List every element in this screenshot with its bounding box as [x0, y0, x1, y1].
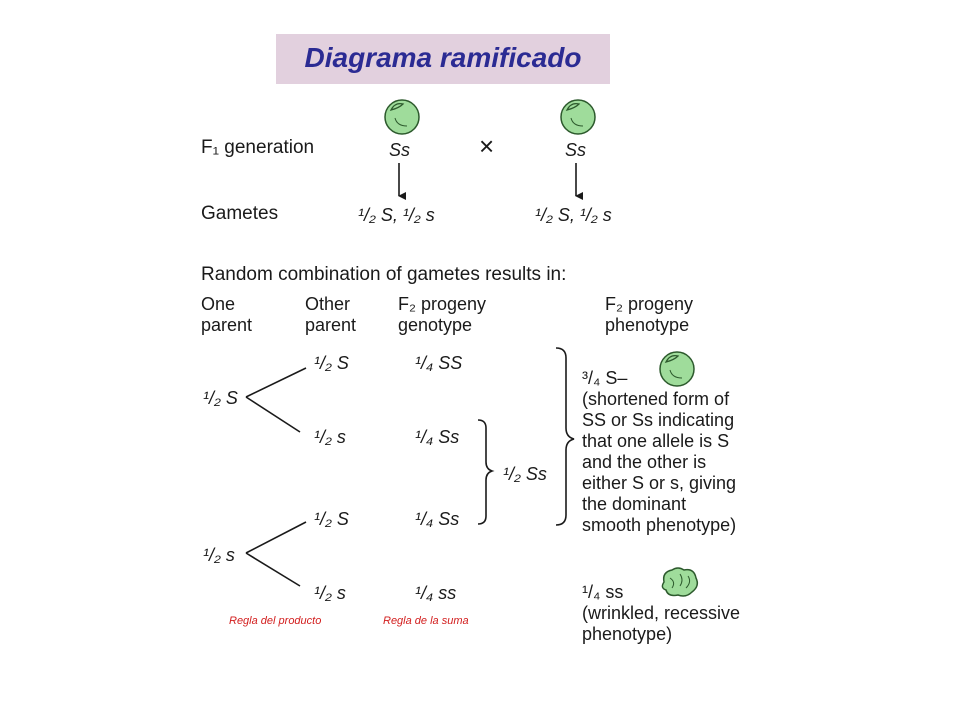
genotype-3: ¹/₄ Ss	[415, 509, 460, 529]
cross-symbol: ×	[479, 131, 495, 161]
title-banner: Diagrama ramificado	[276, 34, 610, 84]
dominant-phenotype-text: ³/₄ S– (shortened form of SS or Ss indic…	[582, 368, 737, 535]
genotype-1: ¹/₄ SS	[415, 353, 463, 373]
other-parent-1: ¹/₂ S	[314, 353, 349, 373]
column-header-one-parent: One parent	[201, 294, 253, 335]
pea-wrinkled-icon	[661, 567, 699, 597]
branch-bottom-upper	[245, 521, 307, 554]
branch-top-lower	[245, 396, 301, 433]
bracket-small	[477, 419, 495, 525]
sum-rule-label: Regla de la suma	[383, 615, 469, 627]
branch-top-upper	[245, 367, 307, 398]
other-parent-4: ¹/₂ s	[314, 583, 346, 603]
parent-bottom-gamete: ¹/₂ s	[203, 545, 235, 565]
branch-bottom-lower	[245, 552, 301, 587]
pea-smooth-icon	[384, 99, 420, 135]
pea-smooth-icon	[659, 351, 695, 387]
page-title: Diagrama ramificado	[304, 42, 582, 73]
genotype-2: ¹/₄ Ss	[415, 427, 460, 447]
parent-left-genotype: Ss	[389, 140, 411, 160]
recessive-phenotype-text: ¹/₄ ss (wrinkled, recessive phenotype)	[582, 582, 741, 644]
bracket-large	[555, 347, 575, 526]
parent-top-gamete: ¹/₂ S	[203, 388, 238, 408]
column-header-genotype: F₂ progeny genotype	[398, 294, 487, 335]
other-parent-3: ¹/₂ S	[314, 509, 349, 529]
gametes-left: ¹/₂ S, ¹/₂ s	[358, 205, 435, 225]
gametes-label: Gametes	[201, 203, 279, 224]
product-rule-label: Regla del producto	[229, 615, 322, 627]
gametes-right: ¹/₂ S, ¹/₂ s	[535, 205, 612, 225]
combination-heading: Random combination of gametes results in…	[201, 264, 567, 285]
column-header-phenotype: F₂ progeny phenotype	[605, 294, 694, 335]
sum-heterozygous: ¹/₂ Ss	[503, 464, 547, 484]
pea-smooth-icon	[560, 99, 596, 135]
genotype-4: ¹/₄ ss	[415, 583, 457, 603]
f1-generation-label: F₁ generation	[201, 137, 315, 158]
column-header-other-parent: Other parent	[305, 294, 357, 335]
other-parent-2: ¹/₂ s	[314, 427, 346, 447]
parent-right-genotype: Ss	[565, 140, 587, 160]
